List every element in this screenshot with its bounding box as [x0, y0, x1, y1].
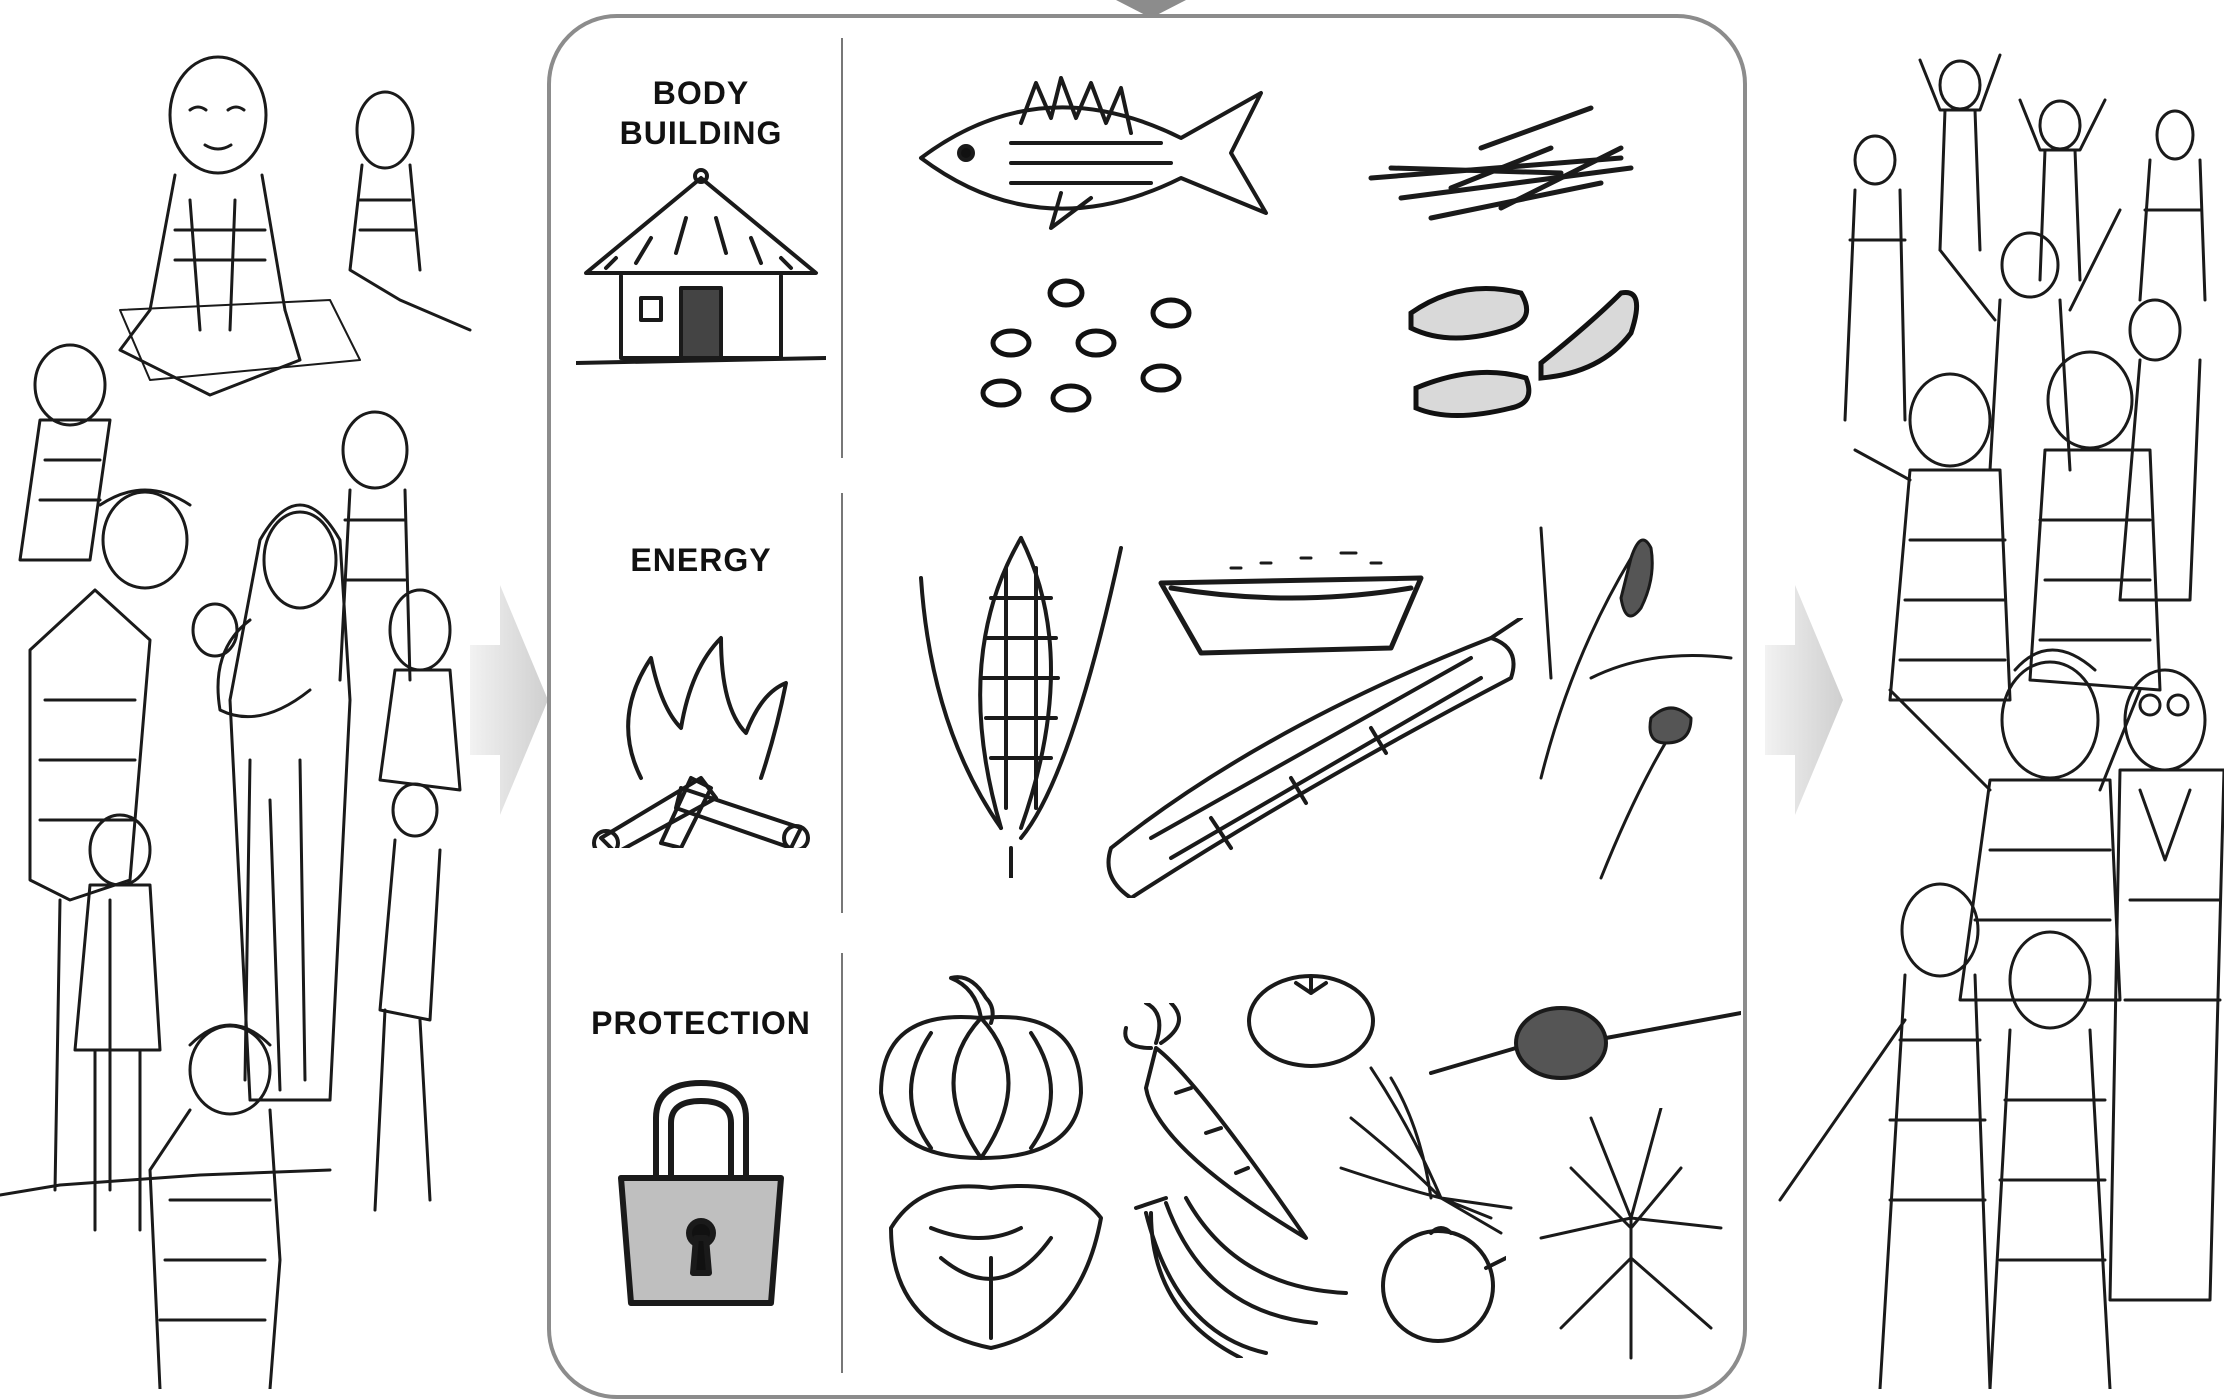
orange-icon: [1376, 1218, 1506, 1348]
food-groups-panel: BODY BUILDING: [547, 14, 1747, 1399]
malnourished-people-icon: [0, 0, 480, 1389]
bananas-icon: [1116, 1188, 1356, 1358]
hut-icon: [576, 158, 826, 378]
healthy-people-scene: [1760, 0, 2224, 1389]
category-label-body-building: BODY BUILDING: [551, 73, 851, 153]
sorghum-icon: [1501, 498, 1741, 898]
category-label-energy: ENERGY: [551, 540, 851, 580]
tomato-icon: [1241, 963, 1381, 1073]
onion-icon: [1331, 1058, 1531, 1238]
flow-arrow-left: [470, 585, 548, 815]
cabbage-icon: [871, 1168, 1111, 1358]
seated-child-figure: [120, 57, 300, 395]
leafy-greens-icon: [1531, 1108, 1731, 1368]
category-label-protection: PROTECTION: [551, 1003, 851, 1043]
pumpkin-icon: [871, 968, 1091, 1168]
fish-icon: [911, 63, 1291, 233]
beans-icon: [971, 268, 1211, 418]
healthy-people-celebrating-icon: [1760, 0, 2224, 1389]
panel-top-notch: [1116, 0, 1186, 20]
malnourished-people-scene: [0, 0, 480, 1389]
padlock-icon: [611, 1073, 791, 1323]
cassava-icon: [1091, 618, 1531, 898]
fire-icon: [581, 628, 821, 848]
groundnuts-icon: [1401, 273, 1651, 423]
dried-fish-icon: [1351, 88, 1651, 238]
arrow-right-icon: [470, 585, 548, 815]
